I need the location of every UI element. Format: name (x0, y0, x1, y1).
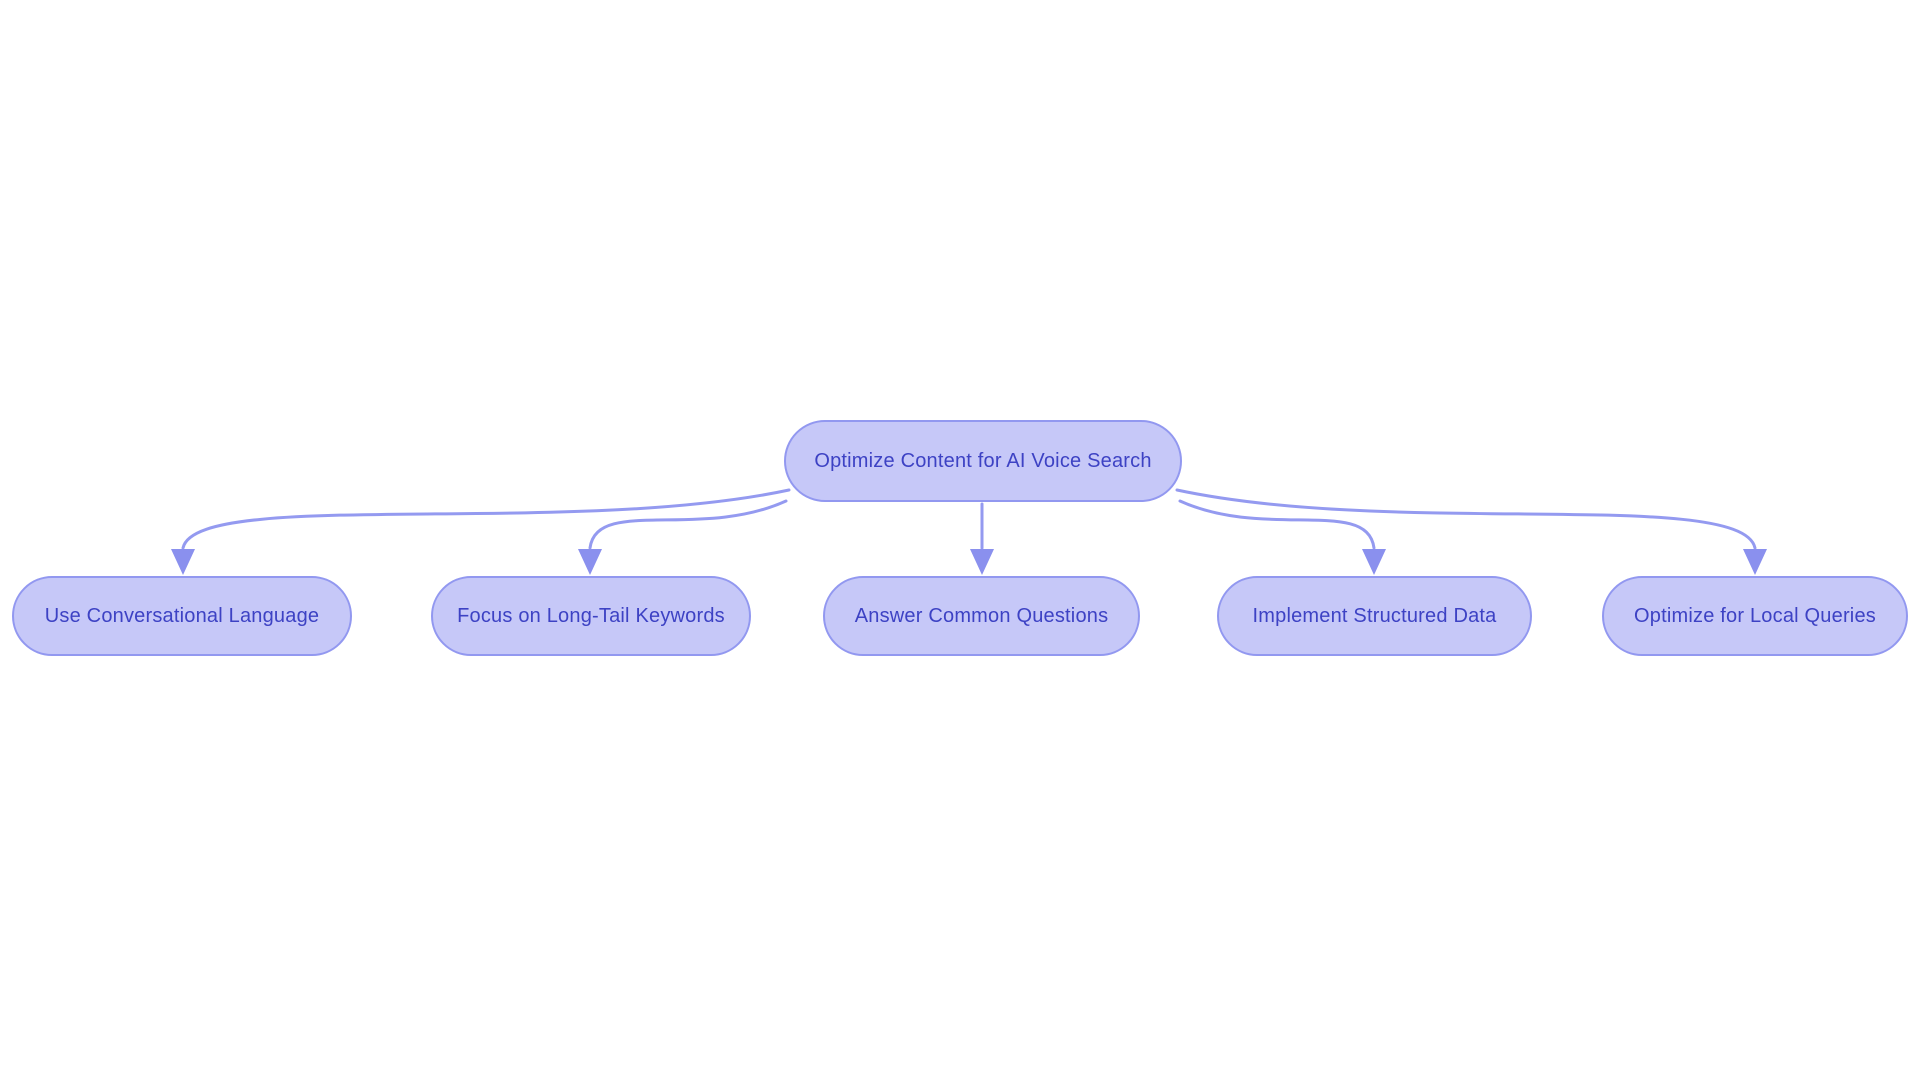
child-node-2[interactable]: Focus on Long-Tail Keywords (431, 576, 751, 656)
arrowhead-child-3 (970, 549, 994, 575)
child-node-4-label: Implement Structured Data (1252, 604, 1497, 627)
connector-root-to-child-1 (181, 488, 791, 550)
arrowhead-child-1 (171, 549, 195, 575)
connector-root-to-child-4 (1178, 499, 1376, 550)
child-node-3[interactable]: Answer Common Questions (823, 576, 1140, 656)
child-node-3-label: Answer Common Questions (854, 604, 1109, 627)
child-node-2-label: Focus on Long-Tail Keywords (457, 604, 725, 627)
child-node-1[interactable]: Use Conversational Language (12, 576, 352, 656)
child-node-5-label: Optimize for Local Queries (1634, 604, 1876, 627)
arrowhead-child-5 (1743, 549, 1767, 575)
child-node-5[interactable]: Optimize for Local Queries (1602, 576, 1908, 656)
root-node-label: Optimize Content for AI Voice Search (814, 449, 1152, 472)
connector-root-to-child-5 (1175, 488, 1757, 550)
root-node[interactable]: Optimize Content for AI Voice Search (784, 420, 1182, 502)
child-node-4[interactable]: Implement Structured Data (1217, 576, 1532, 656)
arrowhead-child-2 (578, 549, 602, 575)
connector-root-to-child-2 (588, 499, 788, 550)
arrowhead-child-4 (1362, 549, 1386, 575)
child-node-1-label: Use Conversational Language (44, 604, 320, 627)
